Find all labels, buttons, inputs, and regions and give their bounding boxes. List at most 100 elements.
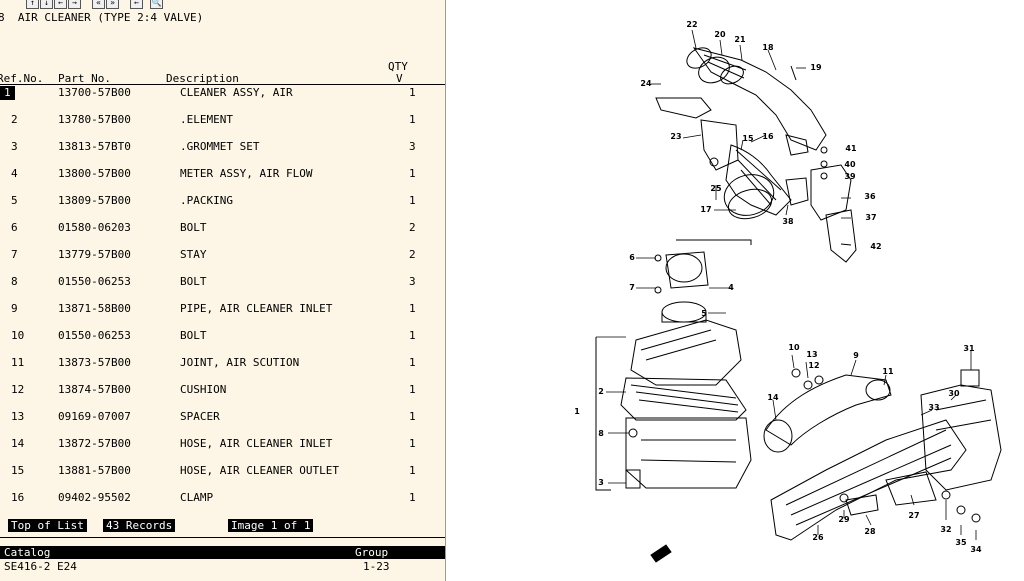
ref-no-cell: 13 (11, 410, 25, 423)
callout-number[interactable]: 15 (742, 134, 754, 143)
right-arrow-icon[interactable]: → (68, 0, 81, 9)
callout-number[interactable]: 17 (700, 205, 711, 214)
callout-number[interactable]: 29 (838, 515, 850, 524)
callout-number[interactable]: 16 (762, 132, 774, 141)
callout-number[interactable]: 3 (598, 478, 604, 487)
callout-number[interactable]: 1 (574, 407, 580, 416)
callout-number[interactable]: 5 (701, 309, 707, 318)
catalog-value: SE416-2 E24 (4, 560, 77, 573)
part-no-cell: 13874-57B00 (58, 383, 131, 396)
part-no-header: Part No. (58, 72, 111, 85)
callout-number[interactable]: 4 (728, 283, 734, 292)
air-flow-meter (654, 239, 752, 323)
ref-no-cell: 6 (11, 221, 18, 234)
description-header: Description (166, 72, 239, 85)
description-cell: CLAMP (180, 491, 214, 504)
description-cell: HOSE, AIR CLEANER INLET (180, 437, 333, 450)
fast-forward-icon[interactable]: » (106, 0, 119, 9)
callout-number[interactable]: 14 (767, 393, 779, 402)
ref-no-cell: 7 (11, 248, 18, 261)
callout-number[interactable]: 31 (963, 344, 975, 353)
callout-number[interactable]: 36 (864, 192, 876, 201)
part-no-cell: 13871-58B00 (58, 302, 131, 315)
callout-number[interactable]: 11 (882, 367, 894, 376)
callout-number[interactable]: 19 (810, 63, 822, 72)
callout-number[interactable]: 34 (970, 545, 982, 554)
callout-number[interactable]: 41 (845, 144, 857, 153)
callout-number[interactable]: 20 (714, 30, 726, 39)
qty-cell: 3 (409, 275, 416, 288)
callout-number[interactable]: 2 (598, 387, 604, 396)
title-prefix: 8 (0, 11, 5, 24)
callout-number[interactable]: 33 (928, 403, 939, 412)
qty-cell: 1 (409, 383, 416, 396)
callout-number[interactable]: 37 (865, 213, 876, 222)
title-text: AIR CLEANER (TYPE 2:4 VALVE) (17, 11, 204, 24)
callout-number[interactable]: 28 (864, 527, 876, 536)
callout-number[interactable]: 35 (955, 538, 967, 547)
image-indicator: Image 1 of 1 (228, 519, 314, 532)
callout-number[interactable]: 6 (629, 253, 635, 262)
callout-number[interactable]: 12 (808, 361, 819, 370)
qty-cell: 1 (409, 167, 416, 180)
part-no-cell: 13872-57B00 (58, 437, 131, 450)
ref-no-cell: 3 (11, 140, 18, 153)
callout-number[interactable]: 10 (788, 343, 800, 352)
zoom-icon[interactable]: 🔍 (150, 0, 163, 9)
inlet-ducting (650, 368, 1002, 563)
down-arrow-icon[interactable]: ↓ (40, 0, 53, 9)
callout-number[interactable]: 7 (629, 283, 635, 292)
callout-number[interactable]: 42 (870, 242, 881, 251)
footer-header-bar: Catalog Group (0, 546, 445, 559)
callout-number[interactable]: 18 (762, 43, 774, 52)
top-of-list-badge[interactable]: Top of List (8, 519, 87, 532)
description-cell: BOLT (180, 275, 207, 288)
rewind-icon[interactable]: « (92, 0, 105, 9)
callout-number[interactable]: 22 (686, 20, 697, 29)
toolbar: ↑ ↓ ← → « » ← 🔍 (0, 0, 445, 9)
ref-no-cell: 8 (11, 275, 18, 288)
callout-number[interactable]: 24 (640, 79, 652, 88)
ref-no-cell: 4 (11, 167, 18, 180)
callout-number[interactable]: 23 (670, 132, 681, 141)
callout-number[interactable]: 27 (908, 511, 919, 520)
callout-number[interactable]: 39 (844, 172, 856, 181)
left-arrow-icon[interactable]: ← (54, 0, 67, 9)
back-icon[interactable]: ← (130, 0, 143, 9)
qty-cell: 2 (409, 248, 416, 261)
ref-no-cell: 11 (11, 356, 25, 369)
callout-number[interactable]: 8 (598, 429, 604, 438)
exploded-parts-diagram[interactable]: 2220211824192315164140393625173837426475… (446, 0, 1024, 581)
part-no-cell: 13779-57B00 (58, 248, 131, 261)
callout-number[interactable]: 40 (844, 160, 856, 169)
callout-number[interactable]: 32 (940, 525, 951, 534)
callout-number[interactable]: 38 (782, 217, 794, 226)
qty-cell: 1 (409, 491, 416, 504)
part-no-cell: 13800-57B00 (58, 167, 131, 180)
group-value: 1-23 (363, 560, 390, 573)
callout-number[interactable]: 9 (853, 351, 859, 360)
callout-number[interactable]: 21 (734, 35, 746, 44)
callout-number[interactable]: 26 (812, 533, 824, 542)
callout-number[interactable]: 30 (948, 389, 960, 398)
callout-number[interactable]: 25 (710, 184, 722, 193)
up-arrow-icon[interactable]: ↑ (26, 0, 39, 9)
callout-number[interactable]: 13 (806, 350, 817, 359)
description-cell: .ELEMENT (180, 113, 233, 126)
